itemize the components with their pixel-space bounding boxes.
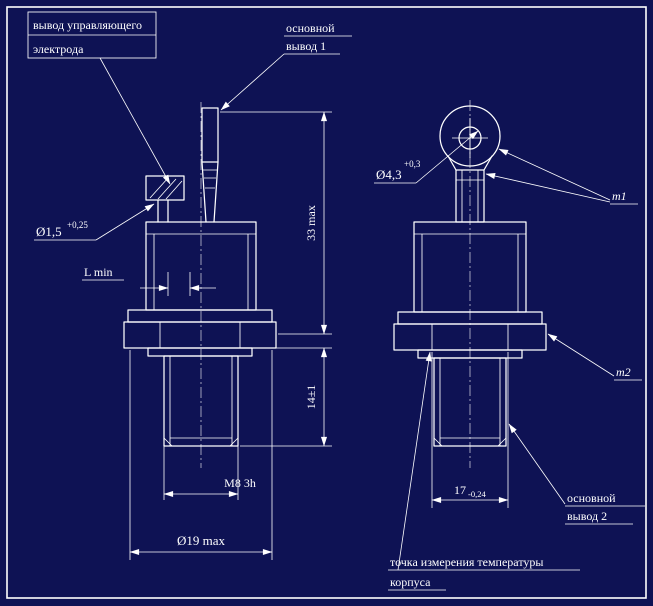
dim-gate-dia-tol: +0,25 [67, 220, 88, 230]
gate-pin [157, 199, 169, 223]
lead2-line1: основной [567, 491, 616, 505]
dim-flats-value: 17 [454, 483, 466, 497]
left-view [123, 102, 277, 468]
dim-thread-label: М8 3h [224, 476, 256, 490]
left-stud [163, 355, 239, 447]
dim-hole-dia-value: Ø4,3 [376, 167, 402, 182]
dim-gate-dia-value: Ø1,5 [36, 224, 62, 239]
dim-stud-length: 14±1 [240, 347, 332, 447]
right-thread [433, 358, 507, 447]
callout-gate-lead: вывод управляющего электрода [27, 11, 171, 185]
dim-across-flats: 17 -0,24 [431, 352, 509, 508]
gate-callout-line2: электрода [33, 42, 84, 56]
dim-gate-diameter: Ø1,5 +0,25 [34, 203, 155, 241]
dim-thread: М8 3h [163, 446, 256, 500]
lead1-line2: вывод 1 [286, 39, 326, 53]
dim-outer-dia-label: Ø19 max [177, 533, 226, 548]
m2-text: m2 [616, 365, 631, 379]
lead1-line1: основной [286, 21, 335, 35]
left-hex-flats [159, 322, 241, 348]
dim-height-33max: 33 max [220, 111, 332, 335]
callout-temp-point: точка измерения температуры корпуса [388, 351, 580, 591]
dim-height-label: 33 max [304, 205, 318, 241]
dim-outer-diameter: Ø19 max [129, 350, 273, 560]
dim-lmin-label: L min [84, 265, 113, 279]
dim-hole-dia-tol: +0,3 [404, 159, 421, 169]
right-view [393, 100, 547, 468]
right-housing [393, 221, 547, 359]
callout-main-lead-1: основной вывод 1 [220, 21, 352, 111]
temp-line2: корпуса [390, 575, 431, 589]
right-hex-flats [431, 324, 509, 350]
label-m1: m1 [485, 148, 638, 205]
right-stud [433, 357, 507, 447]
gate-terminal [145, 175, 185, 223]
drawing-frame [6, 6, 647, 599]
dim-hole-diameter: +0,3 Ø4,3 [374, 130, 479, 184]
gate-callout-line1: вывод управляющего [33, 18, 142, 32]
dim-flats-tol: -0,24 [468, 489, 486, 499]
label-m2: m2 [547, 333, 642, 381]
m1-text: m1 [612, 189, 627, 203]
dim-stud-length-label: 14±1 [304, 385, 318, 410]
dim-l-min: L min [82, 265, 216, 296]
temp-line1: точка измерения температуры [390, 555, 543, 569]
lead2-line2: вывод 2 [567, 509, 607, 523]
flexible-lead-1 [201, 107, 219, 223]
left-thread [163, 356, 239, 447]
callout-main-lead-2: основной вывод 2 [508, 423, 645, 525]
